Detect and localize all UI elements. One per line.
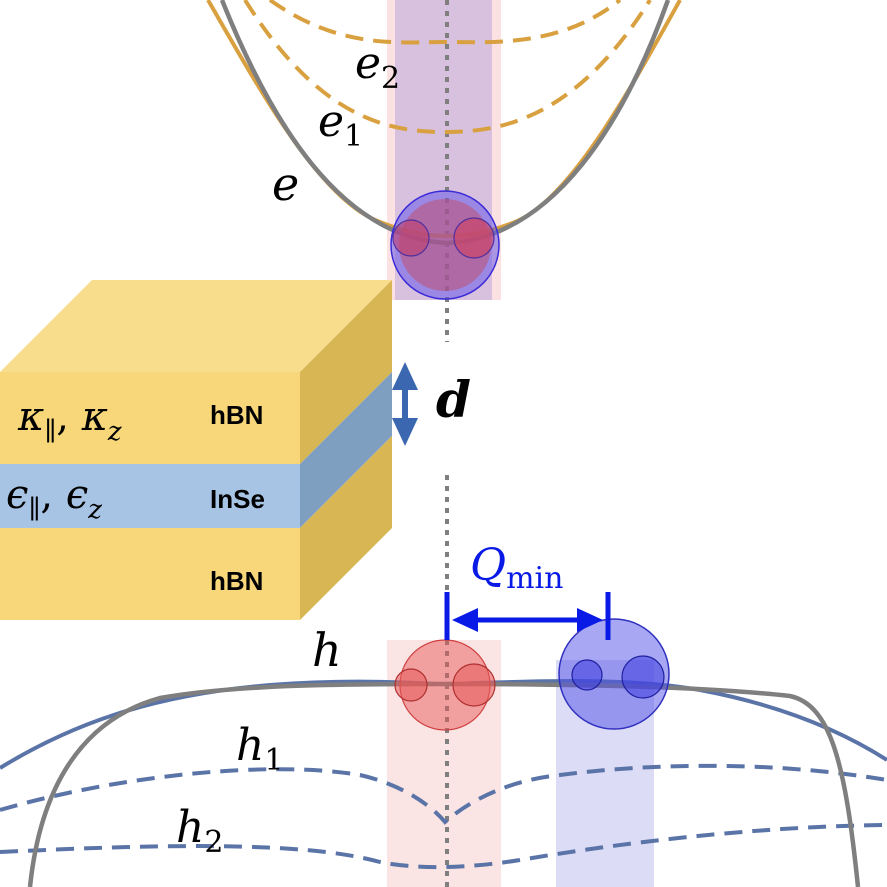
h1-subband-curve	[0, 763, 887, 825]
label-d: d	[436, 370, 471, 429]
top-exciton-right-dot	[453, 217, 495, 259]
stack-front-inse	[0, 464, 300, 528]
permittivity-hbn: κ∥, κz	[17, 394, 122, 447]
top-exciton-left-dot	[392, 219, 430, 257]
e1-subband-curve	[243, 0, 652, 135]
layer-name-hbn-top: hBN	[210, 400, 263, 430]
permittivity-inse: ϵ∥, ϵz	[6, 472, 102, 525]
stack-front-hbn-top	[0, 372, 300, 464]
label-e: e	[272, 157, 299, 211]
e2-subband-curve	[268, 0, 622, 45]
label-h2: h2	[176, 802, 223, 860]
stack-top-face	[0, 280, 392, 372]
stack-side-inse	[300, 372, 392, 528]
label-h: h	[312, 623, 342, 677]
bottom-blue-exciton-left-dot	[571, 659, 603, 691]
stack-side-hbn-top	[300, 280, 392, 464]
label-e1: e1	[318, 96, 363, 154]
label-e2: e2	[355, 38, 400, 96]
bottom-red-exciton-right-dot	[452, 663, 496, 707]
stack-side-hbn-bottom	[300, 436, 392, 620]
layer-name-inse: InSe	[210, 484, 265, 514]
stack-front-hbn-bottom	[0, 528, 300, 620]
h2-subband-curve	[0, 823, 887, 870]
label-q-min: Qmin	[470, 540, 563, 596]
layer-name-hbn-bottom: hBN	[210, 566, 263, 596]
q-min-arrow-icon	[444, 592, 611, 640]
bottom-blue-exciton-outer	[558, 618, 670, 730]
double-arrow-icon	[392, 362, 418, 446]
bottom-blue-exciton-right-dot	[621, 655, 665, 699]
material-stack	[0, 280, 392, 620]
bottom-red-exciton-left-dot	[394, 668, 428, 702]
label-h1: h1	[236, 720, 283, 778]
